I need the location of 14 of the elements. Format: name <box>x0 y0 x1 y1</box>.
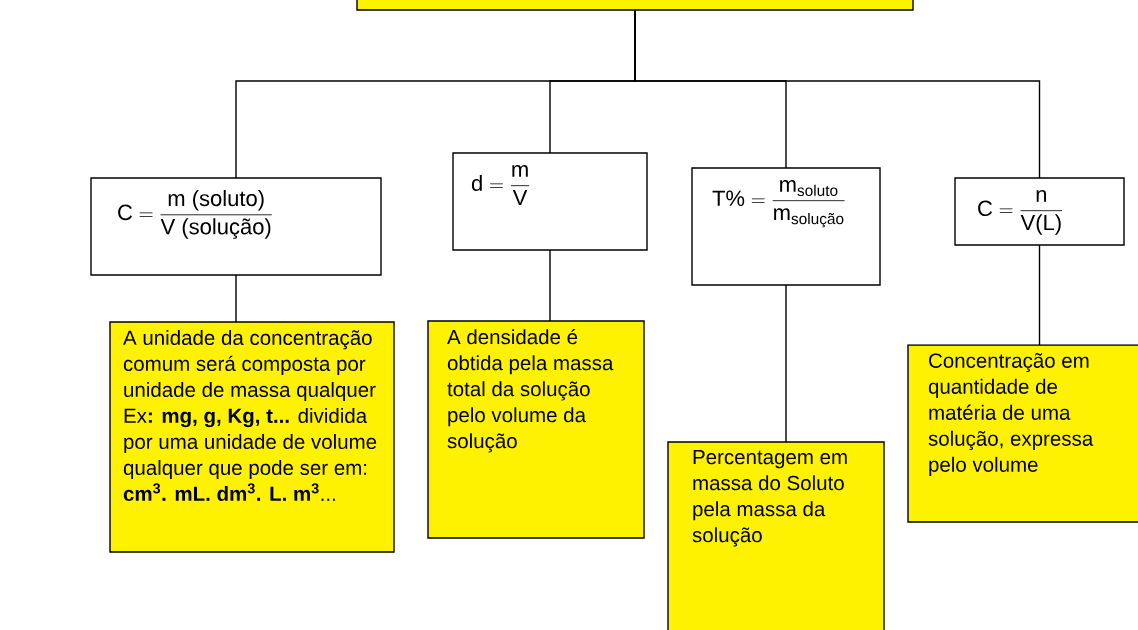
formula-box: $\text{T\%} = \frac{\text{m}_{\text{soluto}}}{\text{m}_{\text{solução}}}$ <box>691 167 881 286</box>
text-box: Percentagem em massa do Soluto pela massa da solução <box>667 441 885 630</box>
formula-box: $\text{C} = \frac{\text{m (soluto)}}{\text{V (solução)}}$ <box>90 177 382 276</box>
text-box: A densidade é obtida pela massa total da solução pelo volume da solução <box>427 320 645 539</box>
connector-line <box>785 284 787 443</box>
text-box: Concentração em quantidade de matéria de uma solução, expressa pelo volume <box>907 344 1138 523</box>
formula-box: $\text{d} = \frac{\text{m}}{\text{V}}$ <box>452 152 648 251</box>
connector-line <box>1038 244 1041 346</box>
connector-line <box>549 249 551 322</box>
empty-box <box>356 0 914 11</box>
connector-line <box>634 10 1041 179</box>
text-box: A unidade da concentração comum será composta por unidade de massa qualquer Ex: mg, g, Kg, t... dividida por uma unidade de volume qualquer que pode ser em: cm$^{3}$. mL. dm$^{3}$. L. m$^{3}$... <box>109 321 395 553</box>
connector-line <box>235 274 237 323</box>
formula-box: $\text{C} = \frac{\text{n}}{\text{V(L)}}$ <box>954 177 1125 246</box>
